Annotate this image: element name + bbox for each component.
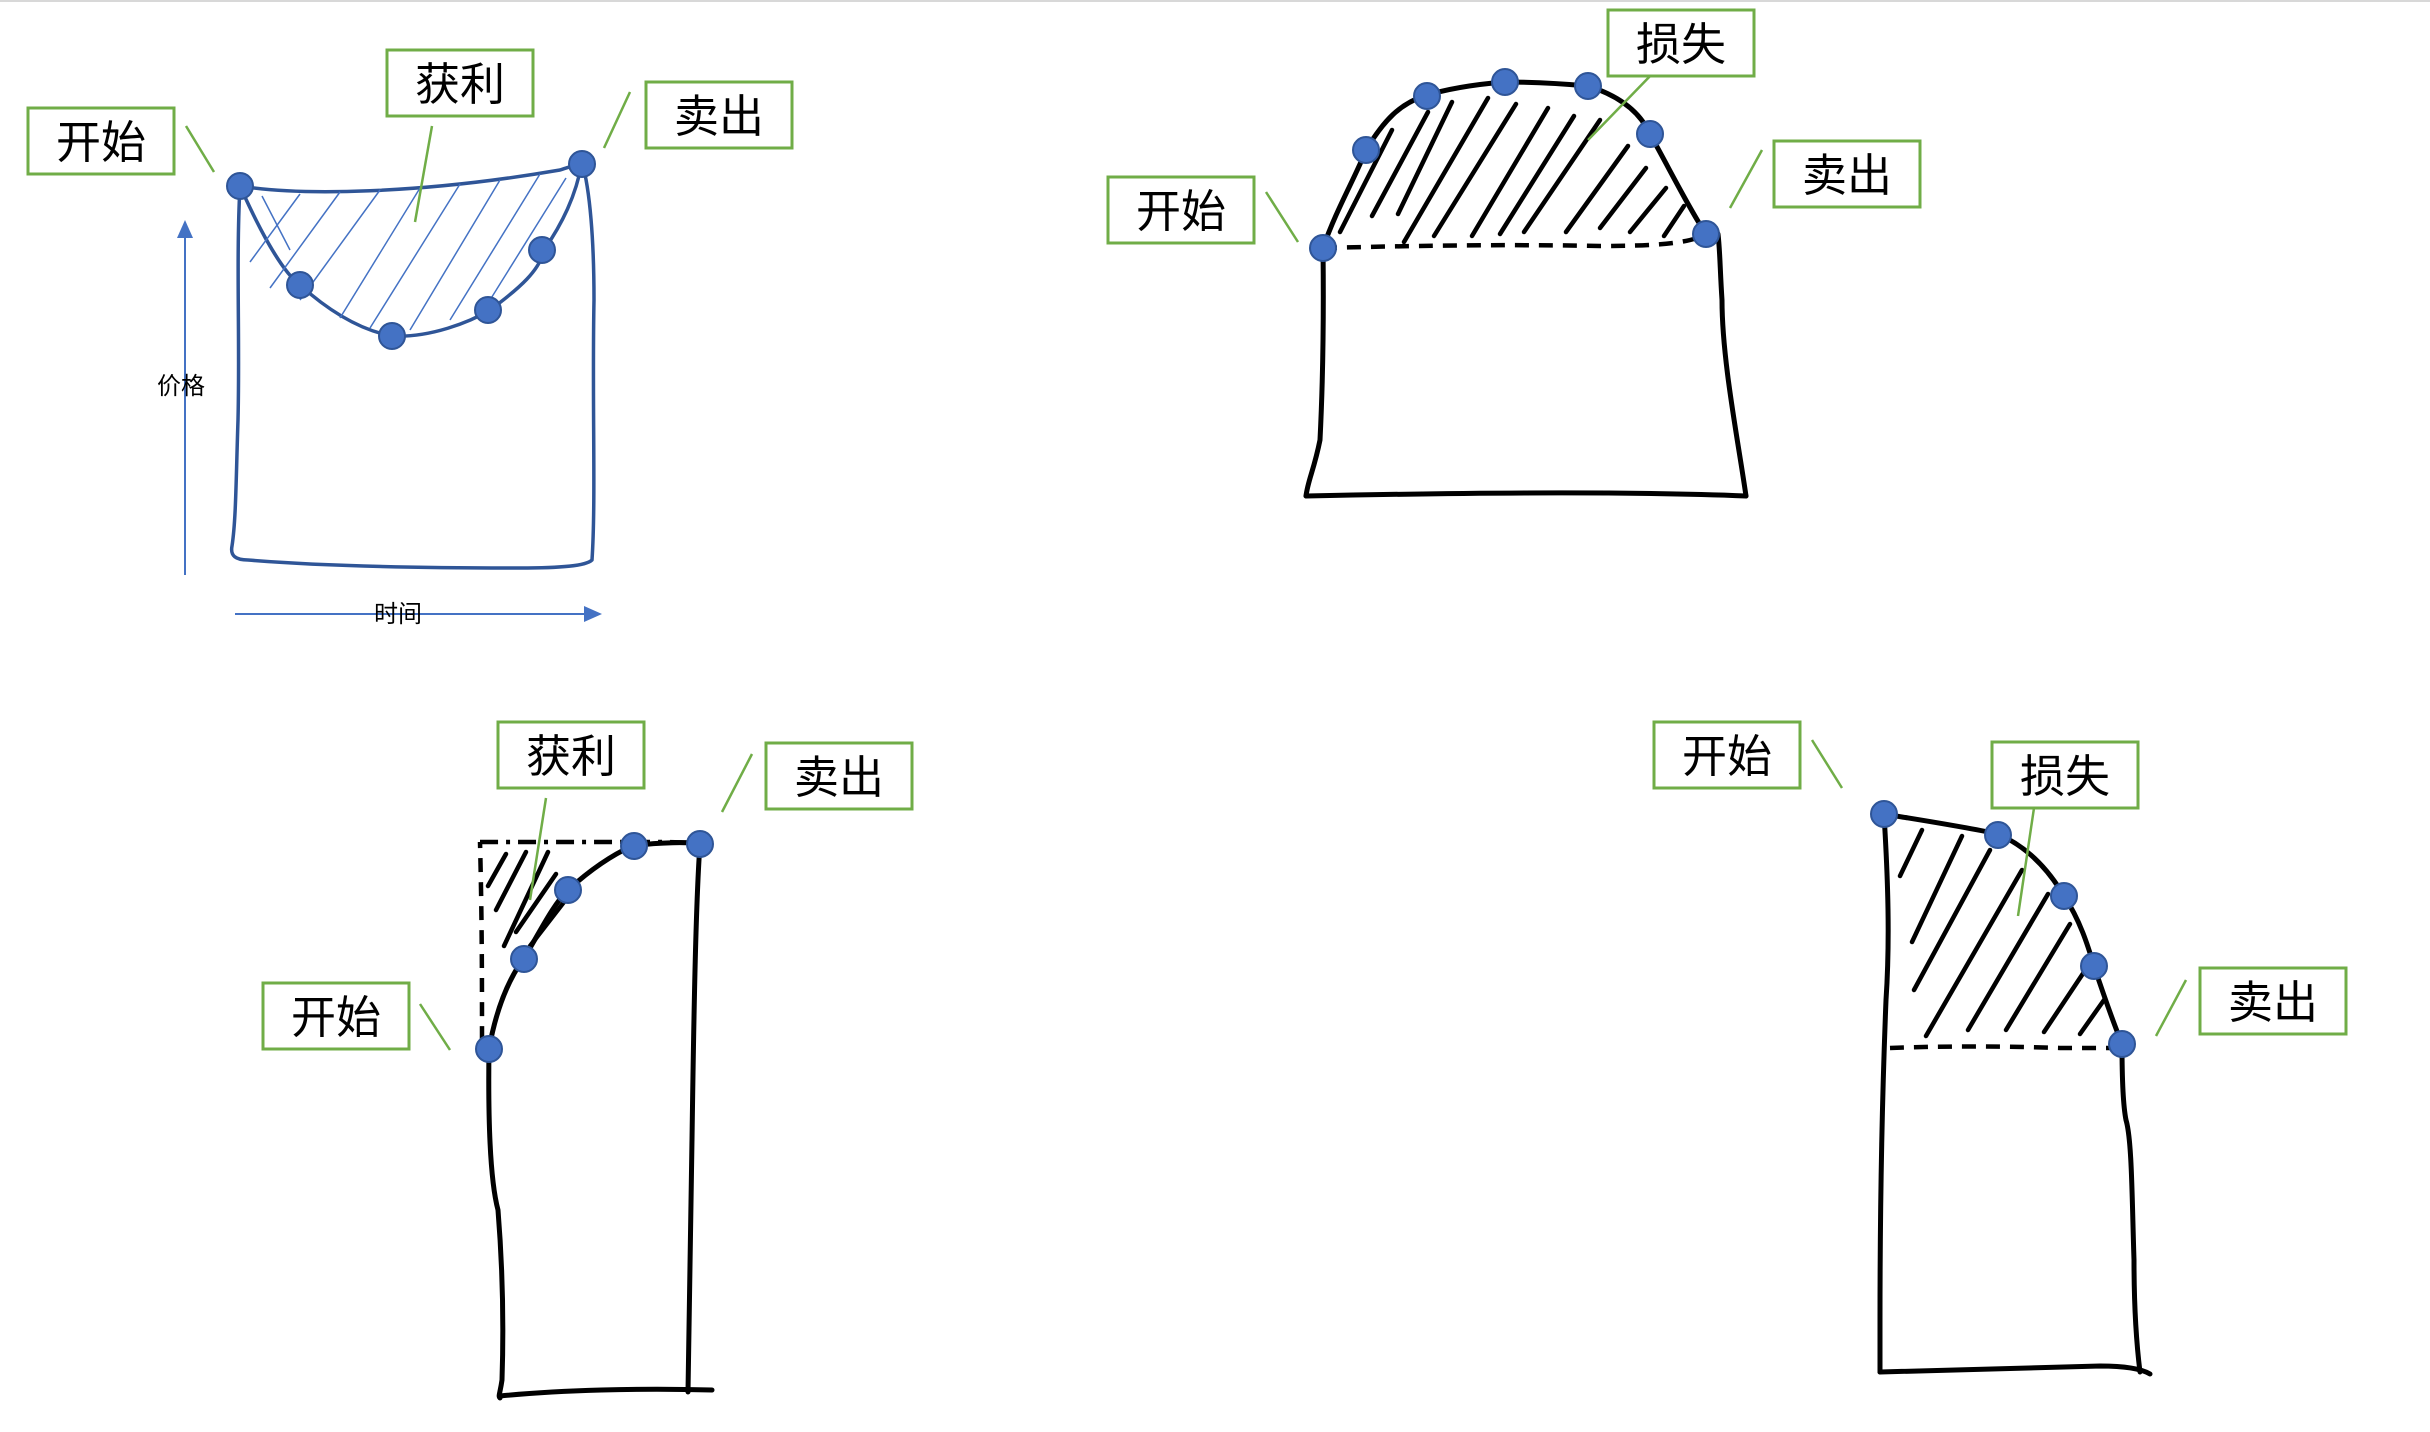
- panel1-price-point: [378, 322, 406, 350]
- panel1-outline: [229, 160, 596, 570]
- panel2-loss-leader: [1587, 71, 1655, 141]
- panel1-price-point: [528, 236, 556, 264]
- panel2-price-point: [1636, 120, 1664, 148]
- panel1-profit-leader: [413, 125, 434, 223]
- panel3-profit-hatch: [485, 849, 567, 949]
- panel4-sell-label: 卖出: [2228, 976, 2318, 1029]
- panel4-start-label-box: [1652, 720, 1802, 790]
- panel3-bottom-edge: [497, 1386, 715, 1399]
- panel4-loss-hatch: [1897, 827, 2107, 1039]
- panel1-start-label: 开始: [56, 116, 146, 169]
- panel4-sell-point: [2108, 1030, 2136, 1058]
- panel1-sell-leader: [602, 91, 632, 149]
- panel3-entry-vertical-dash: [477, 841, 485, 1041]
- panel3-profit-label-box: [496, 720, 646, 790]
- panel1-top-edge: [238, 160, 584, 194]
- panel4-sell-label-box: [2198, 966, 2348, 1036]
- panel2-price-point: [1574, 72, 1602, 100]
- panel1-price-point: [286, 271, 314, 299]
- panel3-price-point: [554, 876, 582, 904]
- panel2-left-edge: [1303, 245, 1326, 499]
- panel3-profit-leader: [528, 797, 548, 901]
- panel3-profit-label: 获利: [526, 730, 616, 783]
- panel2-price-point: [1491, 68, 1519, 96]
- panel1-profit-label: 获利: [415, 58, 505, 111]
- panel2-price-point: [1352, 136, 1380, 164]
- panel3-top-dashdot: [479, 839, 701, 847]
- panel1-sell-label: 卖出: [674, 90, 764, 143]
- panel1-profit-label-box: [385, 48, 535, 118]
- panel1-price-point: [474, 296, 502, 324]
- panel2-start-label-box: [1106, 175, 1256, 245]
- panel2-entry-level-line: [1322, 232, 1708, 251]
- panel3-left-edge: [486, 1046, 506, 1401]
- panel4-price-point: [2080, 952, 2108, 980]
- panel1-sell-point: [568, 150, 596, 178]
- panel2-right-edge: [1715, 231, 1749, 499]
- panel2-sell-leader: [1728, 149, 1764, 209]
- panel4-loss-label-box: [1990, 740, 2140, 810]
- panel2-loss-label-box: [1606, 8, 1756, 78]
- panel-profit-axes: 价格 时间 开始 获利: [26, 48, 794, 628]
- panel-profit-rising: 开始 获利 卖出: [261, 720, 914, 1401]
- time-axis-arrow: [584, 606, 602, 622]
- panel1-start-leader: [184, 125, 216, 173]
- panel3-start-label-box: [261, 981, 411, 1051]
- panel-loss-dome: 开始 损失 卖出: [1106, 8, 1922, 499]
- panel4-left-edge: [1877, 811, 1891, 1375]
- panel3-start-label: 开始: [291, 991, 381, 1044]
- panel4-right-edge: [2119, 1041, 2143, 1375]
- time-axis-label: 时间: [374, 600, 422, 628]
- panel2-start-leader: [1264, 191, 1300, 243]
- panel3-sell-point: [686, 830, 714, 858]
- panel2-bottom-edge: [1303, 490, 1749, 499]
- panel2-start-point: [1309, 234, 1337, 262]
- panel2-loss-hatch: [1337, 95, 1687, 245]
- panel3-price-point: [620, 832, 648, 860]
- top-border: [0, 0, 2430, 2]
- panel1-start-point: [226, 172, 254, 200]
- panel3-start-leader: [418, 1003, 452, 1051]
- panel1-sell-label-box: [644, 80, 794, 150]
- panel4-loss-label: 损失: [2020, 750, 2110, 803]
- panel2-loss-label: 损失: [1636, 18, 1726, 71]
- panel1-profit-hatch: [249, 173, 567, 331]
- panel2-sell-point: [1692, 220, 1720, 248]
- panel4-loss-leader: [2016, 807, 2036, 917]
- panel4-sell-leader: [2154, 979, 2188, 1037]
- panel1-start-label-box: [26, 106, 176, 176]
- panel4-start-label: 开始: [1682, 730, 1772, 783]
- panel4-start-point: [1870, 800, 1898, 828]
- panel3-sell-label: 卖出: [794, 751, 884, 804]
- price-axis-arrow: [177, 220, 193, 238]
- panel2-price-point: [1413, 82, 1441, 110]
- panel3-sell-leader: [720, 753, 754, 813]
- panel3-price-point: [510, 945, 538, 973]
- panel2-start-label: 开始: [1136, 185, 1226, 238]
- panel4-start-leader: [1810, 739, 1844, 789]
- panel4-bottom-edge: [1877, 1363, 2153, 1377]
- panel-loss-falling: 开始 损失 卖出: [1652, 720, 2348, 1377]
- panel3-sell-label-box: [764, 741, 914, 811]
- panel4-price-point: [2050, 882, 2078, 910]
- panel4-price-point: [1984, 821, 2012, 849]
- price-axis-label: 价格: [157, 372, 205, 400]
- panel2-sell-label-box: [1772, 139, 1922, 209]
- panel3-start-point: [475, 1035, 503, 1063]
- panel3-right-edge: [685, 841, 703, 1395]
- panel4-sell-level-line: [1889, 1044, 2122, 1051]
- panel2-sell-label: 卖出: [1802, 149, 1892, 202]
